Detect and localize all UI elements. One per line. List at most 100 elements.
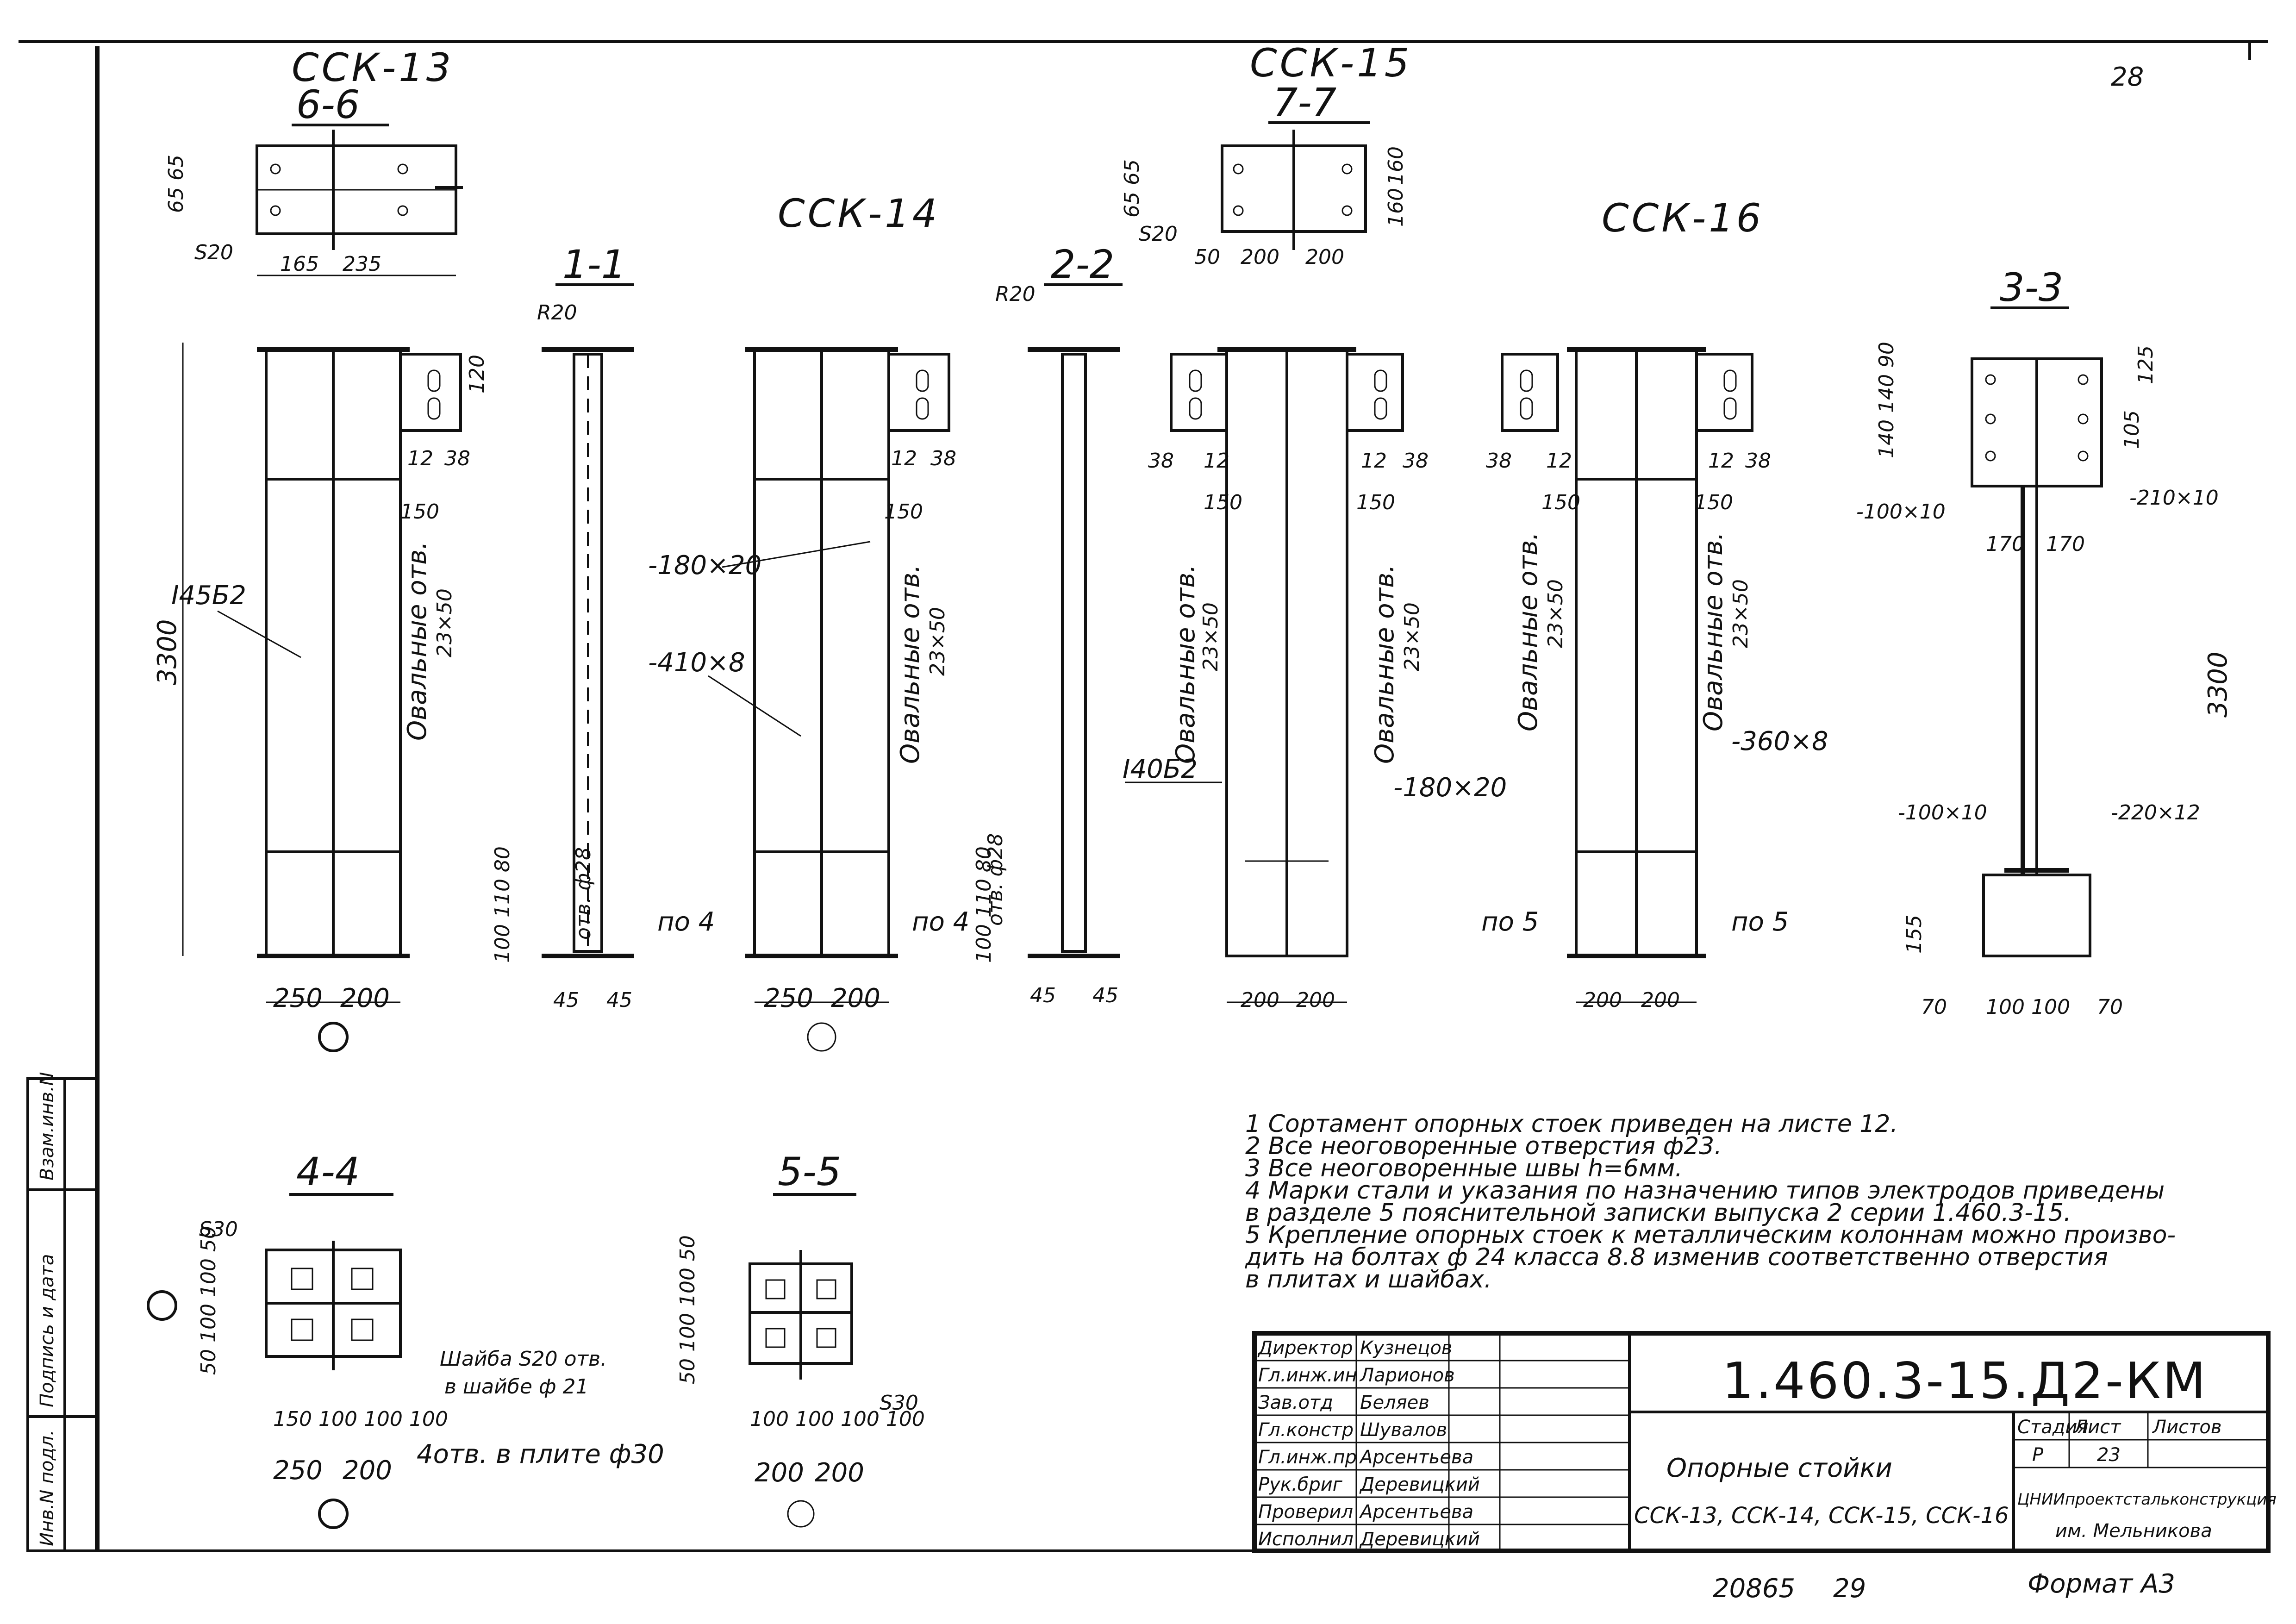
dim-200-a: 200 — [1241, 245, 1279, 269]
mark-ssk15: ССК-15 — [1250, 40, 1412, 86]
tb-role-8: Исполнил — [1258, 1529, 1354, 1550]
tb-person-4: Шувалов — [1360, 1419, 1447, 1441]
note-line-8: в плитах и шайбах. — [1245, 1266, 1491, 1293]
note-line-6: 5 Крепление опорных стоек к металлически… — [1245, 1221, 2176, 1249]
dim-65-65-b: 65 65 — [1120, 159, 1144, 218]
section-2-2: 2-2 R20 отв. ф28 100 110 80 45 45 — [972, 242, 1123, 1007]
dim-200-h: 200 — [1641, 988, 1680, 1012]
dim-12-a: 12 — [407, 447, 433, 470]
oval-holes-f: Овальные отв. — [1698, 532, 1728, 731]
dim-150-c: 150 — [1204, 491, 1242, 514]
sheet-corner-note: 28 — [2111, 62, 2144, 92]
cut-po5-left: по 5 — [1481, 907, 1539, 937]
section-3-3: 3-3 140 140 90 125 105 -100×10 -210×10 1… — [1856, 265, 2233, 1019]
dim-65-65-a: 65 65 — [164, 155, 188, 213]
tb-stage-header: Стадия — [2017, 1417, 2088, 1438]
dim-250-c: 250 — [273, 1455, 323, 1486]
tb-document-name: Опорные стойки — [1666, 1453, 1892, 1483]
dim-100-100-a: 100 100 — [1986, 995, 2070, 1019]
dim-120-a: 120 — [465, 355, 489, 394]
tb-role-3: Зав.отд — [1258, 1392, 1333, 1413]
dim-38-c: 38 — [1148, 449, 1174, 473]
dim-125: 125 — [2134, 345, 2158, 384]
section-4-4: 4-4 S30 50 100 100 50 Шайба S20 отв. в ш… — [147, 1149, 664, 1529]
note-line-4: 4 Марки стали и указания по назначению т… — [1245, 1177, 2165, 1205]
section-title-2-2: 2-2 — [1051, 242, 1114, 287]
section-title-1-1: 1-1 — [562, 242, 626, 287]
tb-person-1: Кузнецов — [1360, 1337, 1452, 1359]
weld-s30-a: S30 — [199, 1218, 238, 1241]
dim-100-110-80-a: 100 110 80 — [491, 846, 514, 963]
section-title-6-6: 6-6 — [296, 82, 360, 127]
dim-12-d: 12 — [1361, 449, 1387, 473]
dim-160-b: 160 — [1384, 188, 1408, 227]
dim-150-b: 150 — [884, 500, 923, 524]
tb-marks-line: ССК-13, ССК-14, ССК-15, ССК-16 — [1634, 1503, 2009, 1529]
dim-45-d: 45 — [1092, 984, 1118, 1007]
tb-document-code: 1.460.3-15.Д2-КМ — [1722, 1352, 2208, 1410]
cut-po5-right: по 5 — [1731, 907, 1789, 937]
dim-200-c: 200 — [340, 983, 390, 1013]
section-6-6: 6-6 165 235 65 65 S20 — [164, 82, 463, 276]
dim-70-a: 70 — [1921, 995, 1947, 1019]
washer-hole: в шайбе ф 21 — [444, 1375, 589, 1399]
dim-38-f: 38 — [1745, 449, 1771, 473]
notes-block: 1 Сортамент опорных стоек приведен на ли… — [1245, 1110, 2176, 1293]
tb-person-2: Ларионов — [1359, 1365, 1455, 1386]
dim-12-f: 12 — [1708, 449, 1734, 473]
dim-235: 235 — [343, 252, 381, 276]
dim-12-e: 12 — [1546, 449, 1572, 473]
footer-number-2: 29 — [1833, 1574, 1866, 1604]
footer-format: Формат А3 — [2028, 1569, 2175, 1599]
dim-70-b: 70 — [2097, 995, 2123, 1019]
section-1-1: 1-1 R20 35 отв. ф28 45 45 100 110 80 — [491, 242, 634, 1012]
column-ssk16-elevation: 38 12 12 38 150 150 Овальные отв. 23×50 … — [1393, 347, 1828, 1012]
dim-160-a: 160 — [1384, 146, 1408, 185]
tb-person-7: Арсентьева — [1359, 1501, 1473, 1523]
stamp-signature-date: Подпись и дата — [37, 1254, 58, 1407]
section-title-7-7: 7-7 — [1273, 80, 1336, 125]
dim-200-f: 200 — [1296, 988, 1335, 1012]
section-title-3-3: 3-3 — [2000, 265, 2063, 310]
oval-size-c: 23×50 — [1199, 602, 1223, 671]
tb-person-8: Деревицкий — [1359, 1529, 1480, 1550]
tb-sheet-header: Лист — [2073, 1417, 2121, 1438]
oval-size-a: 23×50 — [433, 588, 456, 657]
mark-ssk13: ССК-13 — [292, 45, 454, 90]
stamp-inv-original: Инв.N подл. — [37, 1430, 58, 1546]
dim-165: 165 — [280, 252, 319, 276]
cut-po4-right: по 4 — [912, 907, 969, 937]
dim-200-j: 200 — [755, 1458, 804, 1488]
dim-170-a: 170 — [1986, 532, 2025, 556]
dim-150-a: 150 — [400, 500, 439, 524]
dim-12-b: 12 — [891, 447, 917, 470]
tb-org-2: им. Мельникова — [2055, 1520, 2212, 1542]
footer-number: 20865 — [1713, 1574, 1795, 1604]
dim-100-row: 100 100 100 100 — [750, 1407, 925, 1431]
title-block: Директор Гл.инж.ин Зав.отд Гл.констр Гл.… — [1252, 1331, 2277, 1553]
dim-45-c: 45 — [1030, 984, 1056, 1007]
dim-250-a: 250 — [273, 983, 323, 1013]
dim-45-b: 45 — [606, 988, 632, 1012]
plate-100x10-a: -100×10 — [1856, 500, 1946, 524]
plate-180x20-b: -180×20 — [1393, 773, 1507, 803]
plate-100x10-b: -100×10 — [1898, 801, 1987, 824]
weld-s30-b: S30 — [880, 1391, 918, 1415]
oval-size-f: 23×50 — [1729, 579, 1753, 648]
dim-3300-a: 3300 — [152, 619, 182, 685]
dim-150-f: 150 — [1694, 491, 1733, 514]
column-ssk13-elevation: 3300 I45Б2 Овальные отв. 23×50 12 38 150… — [152, 343, 489, 1052]
dim-200-b: 200 — [1305, 245, 1344, 269]
mark-ssk16: ССК-16 — [1602, 195, 1764, 241]
radius-r20-a: R20 — [537, 301, 577, 325]
dim-105: 105 — [2120, 410, 2144, 449]
profile-i45b2: I45Б2 — [171, 581, 246, 611]
dim-150-e: 150 — [1541, 491, 1580, 514]
dim-100-110-80-b: 100 110 80 — [972, 846, 996, 963]
dim-150-100-row: 150 100 100 100 — [273, 1407, 448, 1431]
dim-38-b: 38 — [930, 447, 956, 470]
dim-250-b: 250 — [764, 983, 813, 1013]
dim-200-k: 200 — [815, 1458, 864, 1488]
dim-170-b: 170 — [2046, 532, 2085, 556]
